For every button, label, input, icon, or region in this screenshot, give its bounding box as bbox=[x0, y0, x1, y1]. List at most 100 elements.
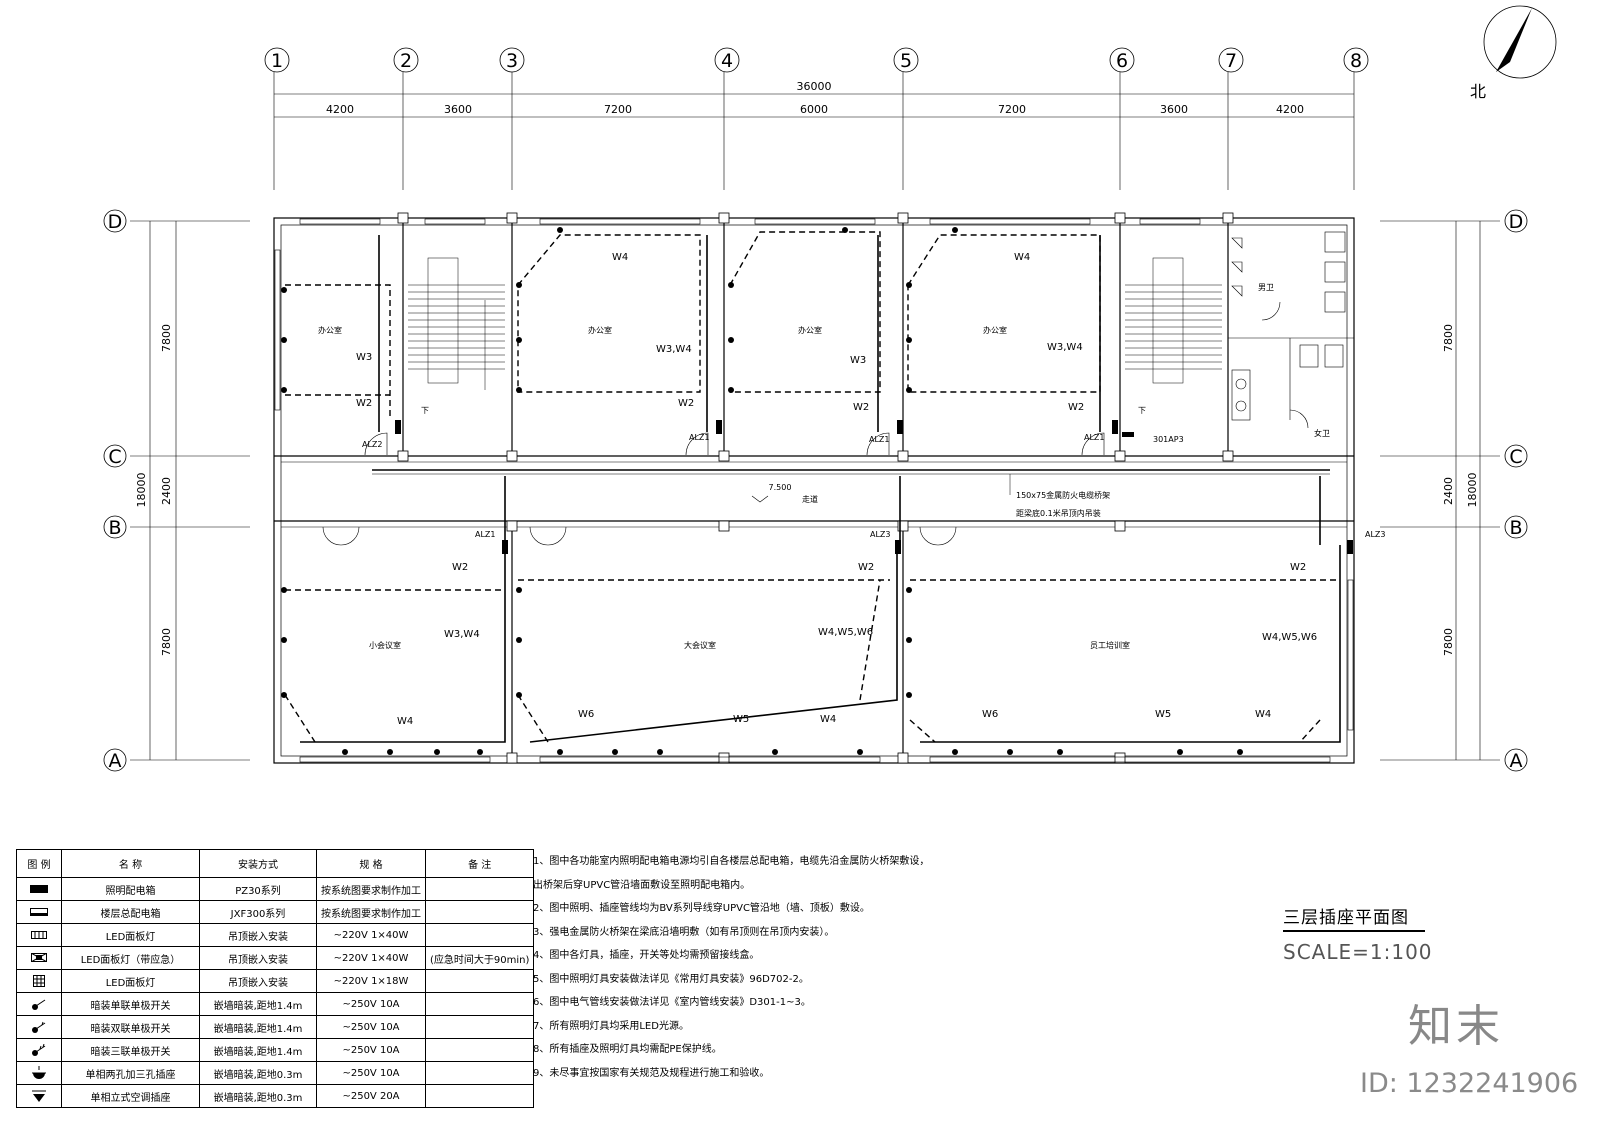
axis-row-c-left: C bbox=[108, 446, 121, 468]
ac-socket-icon bbox=[16, 1084, 62, 1108]
axis-col-3: 3 bbox=[506, 50, 518, 72]
circuit-w3-2: W3 bbox=[850, 355, 866, 366]
axis-col-7: 7 bbox=[1225, 50, 1237, 72]
note-line: 1、图中各功能室内照明配电箱电源均引自各楼层总配电箱，电缆先沿金属防火桥架敷设， bbox=[533, 856, 930, 867]
stair-left-down: 下 bbox=[421, 406, 429, 415]
emergency-led-icon bbox=[16, 946, 62, 970]
axis-col-6: 6 bbox=[1116, 50, 1128, 72]
note-line: 8、所有插座及照明灯具均需配PE保护线。 bbox=[533, 1044, 722, 1055]
circuit-w2-2: W2 bbox=[678, 398, 694, 409]
socket-icon bbox=[16, 1061, 62, 1085]
legend-header-note: 备 注 bbox=[424, 849, 535, 878]
legend-name: 单相两孔加三孔插座 bbox=[61, 1061, 200, 1085]
axis-col-8: 8 bbox=[1350, 50, 1362, 72]
circuit-w4-2: W4 bbox=[1014, 252, 1030, 263]
note-line: 4、图中各灯具，插座，开关等处均需预留接线盒。 bbox=[533, 950, 760, 961]
column-axis-markers bbox=[264, 47, 1369, 73]
legend-mount: PZ30系列 bbox=[199, 877, 317, 901]
legend-name: 楼层总配电箱 bbox=[61, 900, 200, 924]
panel-labels: ALZ2 ALZ1 ALZ1 ALZ1 301AP3 ALZ1 ALZ3 ALZ… bbox=[362, 433, 1386, 539]
circuit-w2-1: W2 bbox=[356, 398, 372, 409]
legend-note bbox=[424, 1061, 535, 1085]
legend-row: LED面板灯 吊顶嵌入安装 ~220V 1×40W bbox=[16, 923, 535, 947]
room-office-4: 办公室 bbox=[983, 325, 1007, 335]
north-label: 北 bbox=[1470, 82, 1487, 101]
legend-name: LED面板灯 bbox=[61, 923, 200, 947]
home-runs bbox=[300, 235, 1341, 743]
doors bbox=[322, 301, 1309, 546]
legend-mount: 嵌墙暗装,距地0.3m bbox=[199, 1084, 317, 1108]
note-line: 7、所有照明灯具均采用LED光源。 bbox=[533, 1020, 689, 1032]
circuit-labels: W3 W2 W4 W3,W4 W2 W3 W2 W4 W3,W4 W2 W2 W… bbox=[356, 252, 1317, 727]
circuit-w3-1: W3 bbox=[356, 352, 372, 363]
legend-mount: 嵌墙暗装,距地1.4m bbox=[199, 1015, 317, 1039]
room-female-wc: 女卫 bbox=[1314, 428, 1330, 438]
circuit-w6-2: W6 bbox=[982, 709, 998, 720]
legend-header-spec: 规 格 bbox=[316, 849, 426, 878]
legend-spec: ~220V 1×40W bbox=[316, 923, 426, 947]
legend-note bbox=[424, 1038, 535, 1062]
note-line: 6、图中电气管线安装做法详见《室内管线安装》D301-1~3。 bbox=[533, 997, 811, 1008]
legend-row: 照明配电箱 PZ30系列 按系统图要求制作加工 bbox=[16, 877, 535, 901]
legend-header-row: 图 例 名 称 安装方式 规 格 备 注 bbox=[16, 849, 535, 878]
legend-mount: JXF300系列 bbox=[199, 900, 317, 924]
legend-spec: ~220V 1×18W bbox=[316, 969, 426, 993]
north-arrow-icon bbox=[1483, 5, 1557, 79]
axis-col-1: 1 bbox=[271, 50, 283, 72]
led-small-panel-icon bbox=[16, 969, 62, 993]
legend-header-mount: 安装方式 bbox=[199, 849, 317, 878]
note-line: 5、图中照明灯具安装做法详见《常用灯具安装》96D702-2。 bbox=[533, 973, 809, 985]
socket-symbols bbox=[281, 227, 1243, 755]
legend-row: 暗装双联单极开关 嵌墙暗装,距地1.4m ~250V 10A bbox=[16, 1015, 535, 1039]
legend-note bbox=[424, 1084, 535, 1108]
grid-lines bbox=[130, 72, 1500, 761]
legend-note bbox=[424, 923, 535, 947]
legend-note bbox=[424, 969, 535, 993]
circuit-w4w5w6-1: W4,W5,W6 bbox=[818, 627, 873, 638]
note-line: 3、强电金属防火桥架在梁底沿墙明敷（如有吊顶则在吊顶内安装）。 bbox=[533, 926, 835, 938]
dim-right-row-3: 7800 bbox=[1442, 628, 1455, 656]
legend-spec: ~250V 20A bbox=[316, 1084, 426, 1108]
image-id-watermark: ID: 1232241906 bbox=[1360, 1068, 1579, 1099]
legend-row: 单相立式空调插座 嵌墙暗装,距地0.3m ~250V 20A bbox=[16, 1084, 535, 1108]
distribution-panels bbox=[395, 420, 1353, 554]
lighting-panel-icon bbox=[16, 877, 62, 901]
circuit-w5-2: W5 bbox=[1155, 709, 1171, 720]
room-male-wc: 男卫 bbox=[1258, 283, 1274, 292]
legend-mount: 嵌墙暗装,距地1.4m bbox=[199, 992, 317, 1016]
legend-name: 暗装单联单极开关 bbox=[61, 992, 200, 1016]
dim-bay-2: 3600 bbox=[444, 103, 472, 116]
floor-panel-icon bbox=[16, 900, 62, 924]
corridor-level: 7.500 bbox=[769, 483, 792, 492]
panel-301ap3: 301AP3 bbox=[1153, 435, 1184, 444]
legend-row: LED面板灯 吊顶嵌入安装 ~220V 1×18W bbox=[16, 969, 535, 993]
drawing-title: 三层插座平面图 bbox=[1283, 903, 1425, 932]
circuit-w2-6: W2 bbox=[858, 562, 874, 573]
dim-right-total: 18000 bbox=[1466, 473, 1479, 508]
legend-name: 单相立式空调插座 bbox=[61, 1084, 200, 1108]
title-block: 三层插座平面图 SCALE=1:100 bbox=[1283, 903, 1433, 964]
circuit-w4-1: W4 bbox=[612, 252, 628, 263]
legend-header-symbol: 图 例 bbox=[16, 849, 62, 878]
windows bbox=[274, 218, 1354, 763]
dim-bay-6: 3600 bbox=[1160, 103, 1188, 116]
legend-spec: ~220V 1×40W bbox=[316, 946, 426, 970]
dim-right-row-2: 2400 bbox=[1442, 477, 1455, 505]
circuit-w5-1: W5 bbox=[733, 714, 749, 725]
legend-spec: ~250V 10A bbox=[316, 1038, 426, 1062]
legend-name: LED面板灯 bbox=[61, 969, 200, 993]
note-line: 出桥架后穿UPVC管沿墙面敷设至照明配电箱内。 bbox=[533, 879, 751, 891]
legend-mount: 吊顶嵌入安装 bbox=[199, 969, 317, 993]
dim-left-row-1: 7800 bbox=[160, 324, 173, 352]
stair-left bbox=[408, 257, 505, 390]
building-walls bbox=[273, 217, 1355, 764]
legend-mount: 吊顶嵌入安装 bbox=[199, 946, 317, 970]
legend-spec: 按系统图要求制作加工 bbox=[316, 900, 426, 924]
level-marker-icon bbox=[751, 495, 769, 503]
legend-table: 图 例 名 称 安装方式 规 格 备 注 照明配电箱 PZ30系列 按系统图要求… bbox=[16, 849, 535, 1108]
legend-note bbox=[424, 877, 535, 901]
legend-mount: 嵌墙暗装,距地1.4m bbox=[199, 1038, 317, 1062]
legend-mount: 吊顶嵌入安装 bbox=[199, 923, 317, 947]
circuit-w2-7: W2 bbox=[1290, 562, 1306, 573]
room-corridor: 走道 bbox=[802, 494, 818, 504]
